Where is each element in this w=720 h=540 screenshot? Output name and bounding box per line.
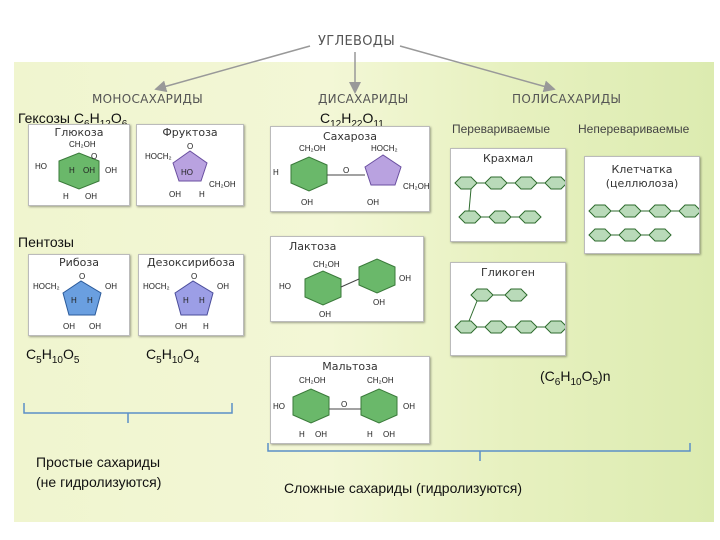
starch-card: Крахмал [450, 148, 566, 242]
svg-text:OH: OH [383, 430, 395, 439]
sucrose-card: Сахароза O CH₂OH H OH HOCH₂ CH₂OH OH [270, 126, 430, 212]
ribose-card: Рибоза HOCH₂ O OH H H OH OH [28, 254, 130, 336]
svg-text:O: O [79, 272, 85, 281]
svg-text:H: H [199, 190, 205, 199]
svg-text:OH: OH [217, 282, 229, 291]
svg-text:H: H [203, 322, 209, 331]
maltose-card: Мальтоза O CH₂OH CH₂OH HO OH H OH H OH [270, 356, 430, 444]
poly-formula: (C6H10O5)n [540, 368, 611, 388]
svg-text:H: H [183, 296, 189, 305]
poly-col-digestible: Перевариваемые [452, 122, 551, 136]
svg-text:H: H [367, 430, 373, 439]
deoxyribose-ring-icon: HOCH₂ O OH H H OH H [143, 272, 229, 331]
svg-text:OH: OH [367, 198, 379, 207]
svg-text:OH: OH [315, 430, 327, 439]
cellulose-chain-icon [588, 204, 699, 242]
svg-text:H: H [199, 296, 205, 305]
svg-text:O: O [343, 166, 349, 175]
glucose-ring-icon: CH₂OH O HO OH H OH H OH [35, 140, 117, 201]
glycogen-label: Гликоген [480, 266, 535, 279]
lactose-label: Лактоза [289, 240, 337, 253]
maltose-label: Мальтоза [322, 360, 378, 373]
svg-text:H: H [87, 296, 93, 305]
svg-text:HOCH₂: HOCH₂ [145, 152, 172, 161]
svg-text:OH: OH [83, 166, 95, 175]
svg-text:HO: HO [35, 162, 47, 171]
lactose-card: Лактоза CH₂OH CH₂OH HO OH OH OH [270, 236, 424, 322]
complex-sugars-caption: Сложные сахариды (гидролизуются) [284, 480, 523, 496]
svg-text:CH₂OH: CH₂OH [367, 376, 394, 385]
starch-chain-icon [454, 176, 565, 224]
svg-text:OH: OH [301, 198, 313, 207]
svg-text:HO: HO [279, 282, 291, 291]
svg-text:OH: OH [85, 192, 97, 201]
svg-text:H: H [273, 168, 279, 177]
deoxyribose-label: Дезоксирибоза [146, 256, 236, 269]
svg-text:OH: OH [175, 322, 187, 331]
pentoses-label: Пентозы [18, 234, 74, 250]
svg-text:CH₂OH: CH₂OH [299, 376, 326, 385]
ribose-ring-icon: HOCH₂ O OH H H OH OH [33, 272, 117, 331]
svg-text:CH₂OH: CH₂OH [69, 140, 96, 149]
fructose-card: Фруктоза HOCH₂ O HO CH₂OH OH H [136, 124, 244, 206]
svg-text:HO: HO [273, 402, 285, 411]
svg-text:OH: OH [403, 402, 415, 411]
svg-text:OH: OH [63, 322, 75, 331]
svg-text:OH: OH [373, 298, 385, 307]
starch-label: Крахмал [482, 152, 534, 165]
svg-text:O: O [341, 400, 347, 409]
simple-sugars-caption: Простые сахариды (не гидролизуются) [36, 454, 162, 490]
glucose-card: Глюкоза CH₂OH O HO OH H OH H OH [28, 124, 130, 206]
svg-text:HOCH₂: HOCH₂ [33, 282, 60, 291]
svg-text:H: H [71, 296, 77, 305]
cellulose-label: Клетчатка (целлюлоза) [605, 163, 679, 190]
svg-text:HOCH₂: HOCH₂ [371, 144, 398, 153]
grouping-brackets [23, 403, 691, 461]
pentose-formula-2: C5H10O4 [146, 346, 200, 366]
category-mono: МОНОСАХАРИДЫ [92, 92, 204, 106]
svg-text:CH₂OH: CH₂OH [403, 182, 429, 191]
svg-text:H: H [63, 192, 69, 201]
svg-text:CH₂OH: CH₂OH [313, 260, 340, 269]
svg-text:CH₂OH: CH₂OH [209, 180, 236, 189]
svg-text:HO: HO [181, 168, 193, 177]
category-poly: ПОЛИСАХАРИДЫ [512, 92, 622, 106]
hexoses-label: Гексозы [18, 110, 70, 126]
glycogen-chain-icon [454, 288, 565, 334]
sucrose-rings-icon: O CH₂OH H OH HOCH₂ CH₂OH OH [273, 144, 429, 207]
deoxyribose-card: Дезоксирибоза HOCH₂ O OH H H OH H [138, 254, 244, 336]
pentose-formula-1: C5H10O5 [26, 346, 80, 366]
fructose-label: Фруктоза [162, 126, 218, 139]
poly-col-indigestible: Неперевариваемые [578, 122, 690, 136]
category-di: ДИСАХАРИДЫ [318, 92, 409, 106]
svg-text:OH: OH [105, 282, 117, 291]
svg-text:OH: OH [399, 274, 411, 283]
svg-text:OH: OH [319, 310, 331, 319]
glucose-label: Глюкоза [54, 126, 104, 139]
svg-text:OH: OH [169, 190, 181, 199]
ribose-label: Рибоза [59, 256, 99, 269]
svg-text:O: O [191, 272, 197, 281]
maltose-rings-icon: O CH₂OH CH₂OH HO OH H OH H OH [273, 376, 415, 439]
svg-text:O: O [91, 152, 97, 161]
svg-text:CH₂OH: CH₂OH [375, 253, 402, 254]
fructose-ring-icon: HOCH₂ O HO CH₂OH OH H [145, 142, 236, 199]
main-title: УГЛЕВОДЫ [318, 34, 396, 49]
svg-text:OH: OH [105, 166, 117, 175]
svg-text:O: O [187, 142, 193, 151]
svg-text:HOCH₂: HOCH₂ [143, 282, 170, 291]
svg-text:CH₂OH: CH₂OH [299, 144, 326, 153]
sucrose-label: Сахароза [323, 130, 377, 143]
svg-text:H: H [69, 166, 75, 175]
svg-text:OH: OH [89, 322, 101, 331]
disaccharide-formula: C12H22O11 [320, 110, 384, 130]
cellulose-card: Клетчатка (целлюлоза) [584, 156, 700, 254]
lactose-rings-icon: CH₂OH CH₂OH HO OH OH OH [279, 253, 411, 319]
hierarchy-arrows [154, 45, 556, 94]
svg-text:H: H [299, 430, 305, 439]
glycogen-card: Гликоген [450, 262, 566, 356]
